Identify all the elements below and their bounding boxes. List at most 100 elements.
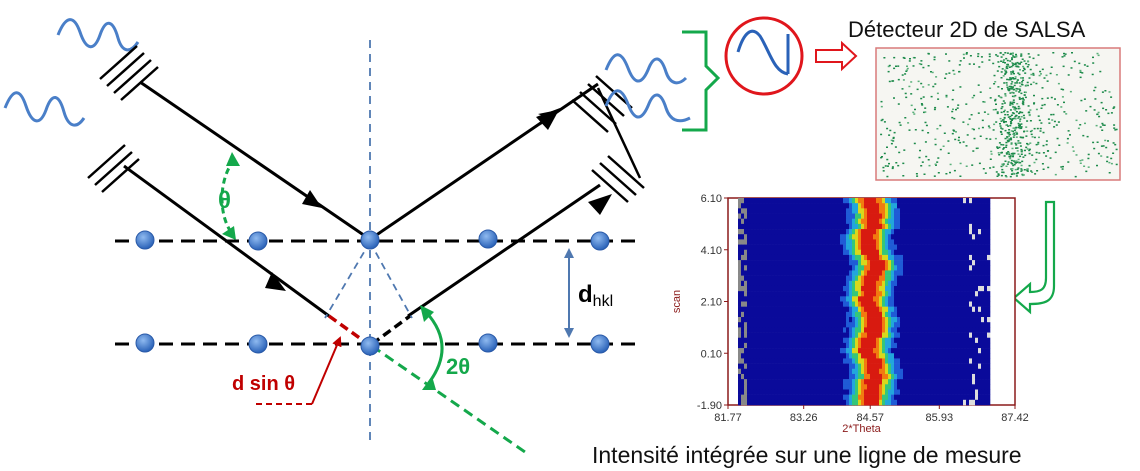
heatmap-cell	[768, 244, 772, 251]
heatmap-cell	[849, 223, 853, 230]
heatmap-cell	[852, 291, 856, 297]
heatmap-cell	[819, 270, 823, 276]
detector-dot	[1007, 125, 1010, 127]
heatmap-cell	[831, 306, 835, 313]
heatmap-cell	[822, 265, 826, 271]
heatmap-cell	[912, 389, 916, 395]
heatmap-cell	[825, 208, 829, 214]
detector-dot	[1101, 91, 1104, 93]
detector-dot	[1008, 135, 1010, 137]
heatmap-cell	[879, 218, 883, 225]
heatmap-cell	[984, 311, 988, 318]
heatmap-cell	[945, 399, 949, 406]
heatmap-cell	[750, 363, 754, 370]
heatmap-cell	[789, 270, 793, 276]
detector-dot	[1000, 120, 1003, 122]
heatmap-cell	[819, 306, 823, 313]
detector-dot	[1029, 109, 1032, 111]
heatmap-cell	[945, 379, 949, 385]
heatmap-cell	[891, 327, 895, 333]
detector-dot	[1030, 133, 1033, 136]
heatmap-cell	[780, 317, 784, 323]
heatmap-cell	[771, 229, 775, 235]
heatmap-cell	[870, 244, 874, 251]
detector-dot	[925, 155, 928, 158]
heatmap-cell	[774, 311, 778, 318]
heatmap-cell	[891, 254, 895, 261]
heatmap-cell	[816, 285, 820, 292]
heatmap-cell	[954, 249, 958, 256]
heatmap-cell	[870, 368, 874, 375]
detector-dot	[921, 161, 924, 163]
detector-dot	[1014, 65, 1017, 68]
heatmap-cell	[822, 275, 826, 282]
heatmap-cell	[825, 285, 829, 292]
heatmap-cell	[819, 249, 823, 256]
heatmap-cell	[906, 379, 910, 385]
heatmap-cell	[789, 198, 793, 204]
heatmap-cell	[747, 270, 751, 276]
heatmap-cell	[843, 208, 847, 214]
heatmap-cell	[789, 332, 793, 339]
heatmap-cell	[957, 358, 961, 364]
detector-dot	[928, 164, 931, 167]
heatmap-cell	[867, 203, 871, 209]
detector-dot	[898, 151, 901, 154]
heatmap-cell	[900, 244, 904, 251]
heatmap-cell	[828, 296, 832, 302]
heatmap-cell	[840, 265, 844, 271]
heatmap-cell	[765, 254, 769, 261]
detector-dot	[994, 81, 997, 83]
heatmap-cell	[876, 234, 880, 240]
heatmap-cell	[888, 218, 892, 225]
heatmap-cell	[768, 311, 772, 318]
heatmap-cell	[756, 198, 760, 204]
heatmap-cell	[855, 337, 859, 344]
detector-dot	[1004, 113, 1007, 116]
heatmap-cell	[777, 301, 781, 307]
heatmap-cell	[960, 198, 964, 204]
heatmap-cell	[771, 327, 775, 333]
heatmap-cell	[912, 285, 916, 292]
heatmap-cell	[837, 213, 841, 219]
heatmap-cell	[807, 317, 811, 323]
heatmap-cell	[834, 244, 838, 251]
heatmap-cell	[807, 254, 811, 261]
heatmap-cell	[780, 353, 784, 359]
heatmap-cell	[975, 234, 979, 240]
heatmap-cell	[819, 394, 823, 401]
heatmap-cell	[792, 291, 796, 297]
heatmap-cell	[867, 379, 871, 385]
heatmap-cell	[957, 244, 961, 251]
heatmap-cell	[930, 379, 934, 385]
heatmap-cell	[828, 358, 832, 364]
heatmap-cell	[813, 332, 817, 339]
heatmap-cell	[843, 260, 847, 266]
heatmap-cell	[894, 244, 898, 251]
detector-dot	[988, 127, 991, 129]
heatmap-cell	[897, 265, 901, 271]
heatmap-cell	[795, 394, 799, 401]
heatmap-cell	[981, 337, 985, 344]
heatmap-cell	[876, 301, 880, 307]
heatmap-cell	[903, 218, 907, 225]
heatmap-cell	[801, 249, 805, 256]
heatmap-cell	[882, 301, 886, 307]
heatmap-cell	[831, 223, 835, 230]
heatmap-cell	[930, 270, 934, 276]
heatmap-cell	[819, 208, 823, 214]
detector-dot	[1012, 99, 1015, 101]
heatmap-cell	[966, 348, 970, 354]
heatmap-cell	[843, 301, 847, 307]
detector-dot	[951, 98, 954, 101]
heatmap-cell	[909, 373, 913, 380]
heatmap-cell	[831, 358, 835, 364]
heatmap-cell	[810, 358, 814, 364]
heatmap-cell	[948, 291, 952, 297]
heatmap-cell	[933, 198, 937, 204]
heatmap-cell	[960, 399, 964, 406]
detector-dot	[1010, 153, 1013, 155]
heatmap-cell	[954, 223, 958, 230]
detector-dot	[1006, 59, 1009, 62]
detector-dot	[888, 162, 890, 165]
